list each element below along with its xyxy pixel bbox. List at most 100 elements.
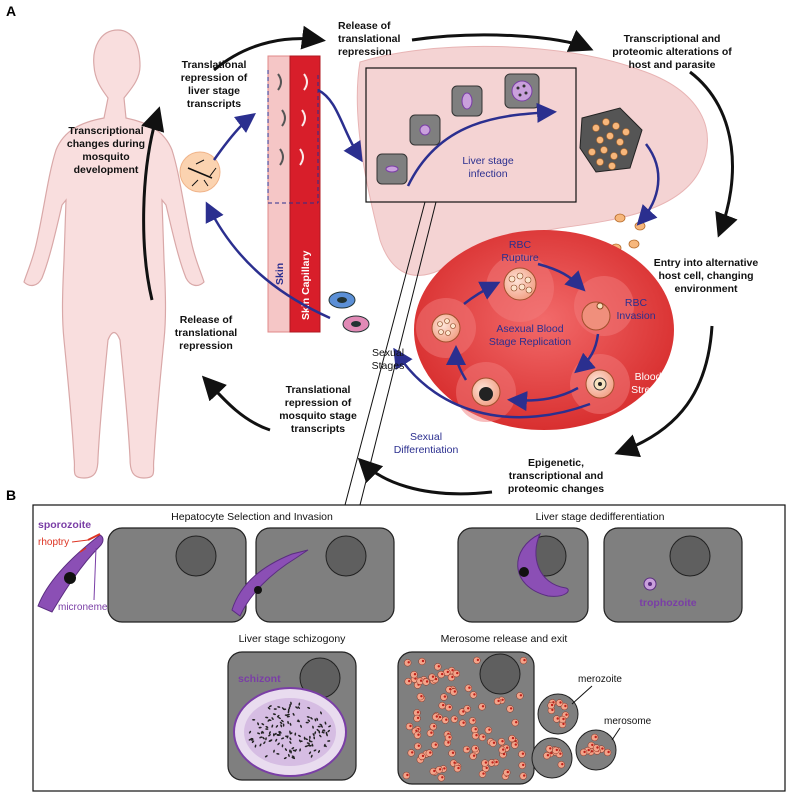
schizont-nucleus [305,721,309,724]
merozoite-nucleus [501,698,504,701]
label-sporozoite: sporozoite [38,519,91,531]
schizont-nucleus [275,725,279,728]
black-arrows [141,25,738,496]
svg-text:development: development [74,164,139,176]
schizont-nucleus [308,751,312,755]
schizont-nucleus [312,733,315,737]
merozoite-nucleus [449,687,452,691]
panel-b-label: B [6,487,16,503]
schizont-nucleus [254,744,257,748]
schizont-nucleus [265,725,269,729]
label-schizogony: Liver stage schizogony [239,633,347,645]
schizont-nucleus [277,706,281,708]
panel-a-label: A [6,3,16,19]
schizont-nucleus [261,723,265,726]
schizont-nucleus [279,721,283,725]
merozoite-nucleus [416,711,420,714]
svg-text:translational: translational [338,33,401,45]
schizont-nucleus [290,701,292,705]
schizont-nucleus [261,730,263,734]
sporozoite-cell [37,533,104,613]
schizont-nucleus [314,718,317,722]
schizont-nucleus [289,722,292,726]
schizont-nucleus [273,708,277,710]
schizont-nucleus [319,723,323,726]
schizont-nucleus [251,740,255,744]
label-dedifferentiation: Liver stage dedifferentiation [536,511,665,523]
merozoite-nucleus [415,729,418,732]
schizont-nucleus [268,705,272,708]
merozoite-nucleus [420,695,423,698]
schizont-nucleus [311,743,314,747]
merozoite-nucleus [488,728,491,731]
merozoite-nucleus [445,718,448,721]
schizont-nucleus [250,737,254,740]
schizont-nucleus [312,725,314,729]
merozoite-nucleus [441,672,444,676]
schizont-nucleus [306,742,310,745]
schizont-nucleus [268,719,272,721]
merozoite-nucleus [409,724,412,728]
merozoite-nucleus [521,752,525,755]
svg-text:Sexual: Sexual [410,431,442,443]
merozoite-nucleus [472,754,476,757]
schizont-nucleus [272,733,275,737]
merozoite-nucleus [416,716,420,720]
merozoite-nucleus [448,705,451,709]
schizont-nucleus [307,719,311,722]
merozoite-nucleus [448,736,451,739]
schizont-nucleus [298,702,301,706]
schizont-nucleus [283,757,287,760]
merozoite-nucleus [413,673,417,676]
merozoite-nucleus [438,715,442,719]
label-merosome: merosome [604,716,652,727]
svg-text:mosquito stage: mosquito stage [279,410,357,422]
schizont-nucleus [289,730,291,734]
merozoite-nucleus [587,748,590,752]
label-liver-stage-infection: Liver stage infection [462,155,514,180]
schizont-nucleus [272,713,276,716]
label-hepatocyte-selection: Hepatocyte Selection and Invasion [171,511,333,523]
svg-text:Invasion: Invasion [616,310,655,322]
merosome-merozoites [543,699,612,769]
schizont-nucleus [295,706,298,709]
merozoite-nucleus [441,776,444,779]
merozoite-nucleus [467,707,470,710]
merozoite-nucleus [559,752,562,755]
svg-text:transcripts: transcripts [291,423,345,435]
svg-text:Stream: Stream [631,384,665,396]
merozoite-nucleus [482,772,485,775]
schizont-nucleus [264,755,268,758]
svg-text:repression: repression [179,340,233,352]
schizont-nucleus [298,734,301,738]
merozoite-nucleus [421,659,425,663]
schizont-nucleus [327,740,331,742]
schizont-nucleus [274,732,277,736]
label-merozoite: merozoite [578,674,622,685]
schizont-nucleus [328,725,332,728]
merozoite-nucleus [562,717,565,721]
merozoite-nucleus [451,675,454,679]
schizont-nucleus [300,724,302,728]
svg-text:RBC: RBC [509,239,532,251]
schizont-nucleus [282,723,285,727]
schizont-nucleus [316,728,320,732]
schizont-nucleus [310,754,313,758]
merozoite-nucleus [443,767,446,770]
merozoite-nucleus [523,774,526,777]
schizont-nucleus [292,712,295,716]
schizont-nucleus [320,711,322,715]
svg-text:Sexual: Sexual [372,347,404,359]
hepatocyte-row [107,527,743,623]
label-release-left: Release of translational repression [175,314,238,352]
merozoite-nucleus [474,747,478,750]
merozoite-nucleus [446,670,449,674]
skin-capillary-label: Skin Capillary [300,250,312,320]
svg-text:repression of: repression of [285,397,352,409]
liver-inset-box [365,67,577,203]
svg-text:Rupture: Rupture [501,252,539,264]
schizont-nucleus [279,730,282,734]
schizont-nuclei [248,701,332,760]
merozoite-nucleus [476,658,480,662]
label-sexual-differentiation: Sexual Differentiation [394,431,459,456]
